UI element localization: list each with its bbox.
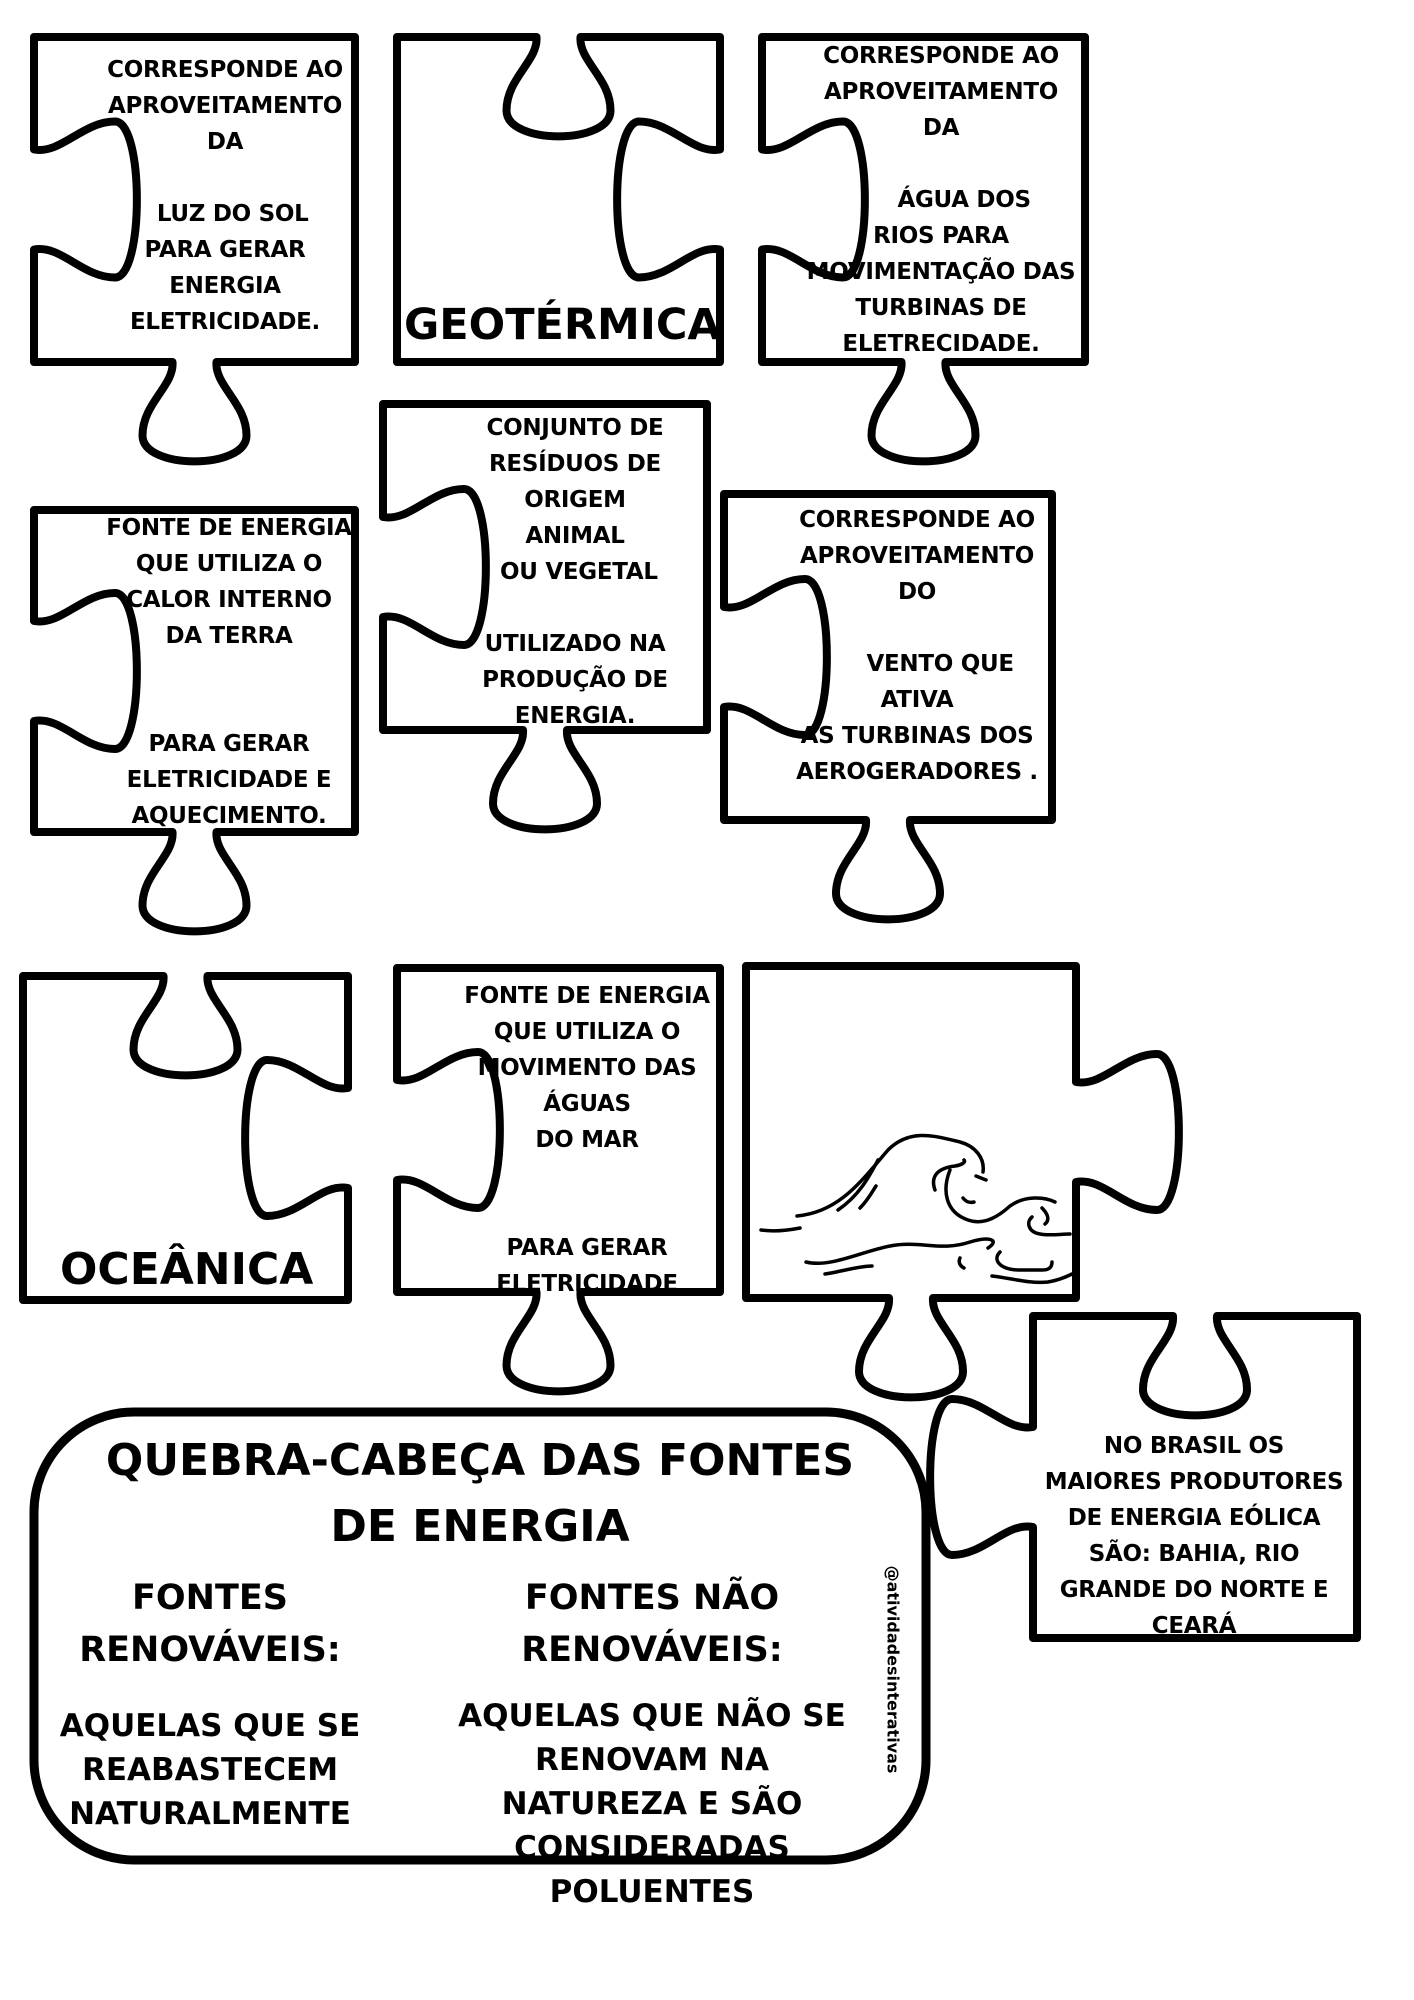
puzzle-piece-biomassa[interactable]	[379, 400, 711, 834]
piece-text-biomassa: CONJUNTO DE RESÍDUOS DE ORIGEM ANIMAL OU…	[482, 415, 668, 729]
piece-text-hidrica: CORRESPONDE AO APROVEITAMENTO DA ÁGUA DO…	[806, 43, 1076, 357]
ocean-wave-icon	[759, 1133, 1074, 1285]
puzzle-piece-eolica[interactable]	[720, 490, 1056, 924]
worksheet-title-line-1: QUEBRA-CABEÇA DAS FONTES	[105, 1435, 855, 1486]
info-box	[29, 1407, 931, 1865]
non-renewable-column: FONTES NÃO RENOVÁVEIS: AQUELAS QUE NÃO S…	[452, 1572, 852, 1914]
puzzle-piece-oceanica-description[interactable]	[393, 964, 724, 1396]
puzzle-piece-oceanica-image[interactable]	[742, 962, 1183, 1402]
non-renewable-description: AQUELAS QUE NÃO SE RENOVAM NA NATUREZA E…	[458, 1698, 846, 1910]
watermark-handle: @atividadesinterativas	[883, 1565, 903, 1774]
puzzle-piece-solar[interactable]	[30, 33, 359, 466]
piece-label-geotermica: GEOTÉRMICA	[404, 300, 721, 350]
puzzle-piece-geotermica-description[interactable]	[30, 506, 359, 936]
piece-text-geotermica-description: FONTE DE ENERGIA QUE UTILIZA O CALOR INT…	[106, 515, 352, 829]
puzzle-piece-eolica-fact[interactable]	[926, 1312, 1361, 1642]
renewable-heading: FONTES RENOVÁVEIS:	[79, 1578, 341, 1670]
piece-label-oceanica: OCEÂNICA	[60, 1244, 314, 1295]
worksheet-title: QUEBRA-CABEÇA DAS FONTES DE ENERGIA	[60, 1428, 900, 1560]
puzzle-piece-hidrica[interactable]	[758, 33, 1089, 466]
puzzle-piece-geotermica-name[interactable]	[393, 33, 724, 366]
worksheet-title-line-2: DE ENERGIA	[330, 1501, 630, 1552]
renewable-column: FONTES RENOVÁVEIS: AQUELAS QUE SE REABAS…	[50, 1572, 370, 1836]
piece-text-solar: CORRESPONDE AO APROVEITAMENTO DA LUZ DO …	[107, 57, 343, 335]
renewable-description: AQUELAS QUE SE REABASTECEM NATURALMENTE	[59, 1708, 361, 1832]
piece-text-eolica-fact: NO BRASIL OS MAIORES PRODUTORES DE ENERG…	[1044, 1433, 1344, 1639]
piece-text-eolica: CORRESPONDE AO APROVEITAMENTO DO VENTO Q…	[796, 507, 1038, 785]
non-renewable-heading: FONTES NÃO RENOVÁVEIS:	[521, 1578, 783, 1670]
piece-text-oceanica-description: FONTE DE ENERGIA QUE UTILIZA O MOVIMENTO…	[464, 983, 710, 1297]
puzzle-piece-oceanica-name[interactable]	[19, 972, 352, 1304]
